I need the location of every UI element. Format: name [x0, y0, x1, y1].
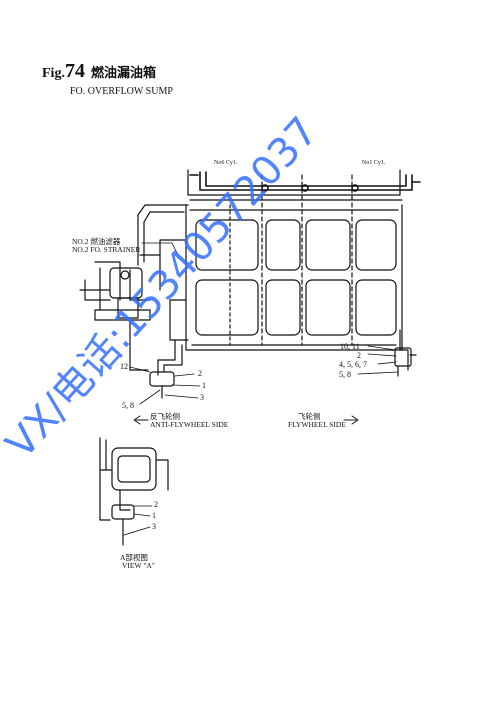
label-view-a-english: VIEW "A"	[122, 561, 155, 570]
figure-prefix: Fig.	[42, 66, 65, 81]
label-no1-cylinder: No1 Cy1.	[362, 160, 386, 166]
callout-4-5-6-7: 4, 5, 6, 7	[339, 360, 367, 369]
label-anti-flywheel-english: ANTI-FLYWHEEL SIDE	[150, 420, 229, 429]
figure-title-chinese: 燃油漏油箱	[90, 65, 156, 80]
figure-subtitle: FO. OVERFLOW SUMP	[70, 86, 173, 97]
leaders-left	[129, 242, 201, 405]
label-anti-flywheel-chinese: 反飞轮侧	[150, 412, 180, 421]
left-pipework	[94, 204, 189, 341]
figure-title: Fig.74 燃油漏油箱	[42, 60, 156, 83]
callout-3-left: 3	[200, 393, 204, 402]
label-no6-cylinder: No6 Cy1.	[214, 160, 238, 166]
leaders-view-a	[123, 505, 153, 536]
sump-pipe-left	[129, 319, 183, 399]
callout-view-a-1: 1	[152, 511, 156, 520]
sump-right	[394, 329, 417, 377]
label-flywheel-chinese: 飞轮侧	[298, 412, 321, 421]
callout-5-8-left: 5, 8	[122, 401, 134, 410]
callout-view-a-3: 3	[152, 522, 156, 531]
label-strainer-chinese: NO.2 燃油滤器	[72, 237, 121, 246]
engine-frame	[185, 169, 403, 351]
callout-5-8-right: 5, 8	[339, 370, 351, 379]
leaders-right	[357, 345, 399, 375]
callout-1-left: 1	[202, 381, 206, 390]
callout-2-right: 2	[357, 351, 361, 360]
callout-10-11: 10, 11	[340, 342, 360, 351]
overflow-pipe-top	[189, 171, 421, 192]
callout-2-left: 2	[198, 369, 202, 378]
view-a-detail	[99, 437, 169, 546]
callout-view-a-2: 2	[154, 500, 158, 509]
label-view-a-chinese: A部视图	[120, 553, 148, 562]
callout-12: 12	[120, 362, 128, 371]
strainer-assembly	[79, 254, 161, 321]
figure-number: 74	[64, 60, 85, 82]
label-strainer-english: NO.2 FO. STRAINER	[72, 245, 141, 254]
direction-arrows	[133, 415, 359, 425]
label-flywheel-english: FLYWHEEL SIDE	[288, 420, 346, 429]
